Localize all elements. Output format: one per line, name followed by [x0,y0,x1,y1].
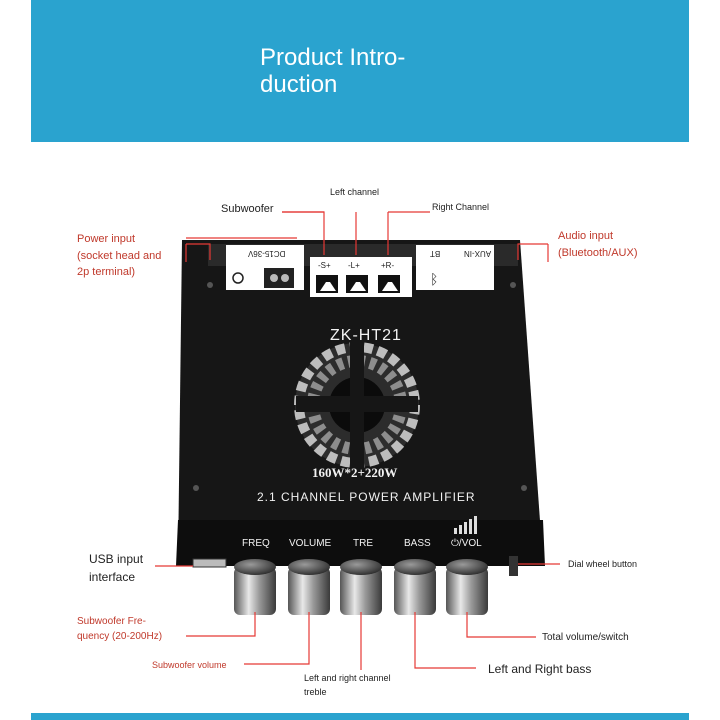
knob-master-volume [446,559,488,615]
audio-input-panel [416,245,494,290]
label-power-input: Power input (socket head and 2p terminal… [77,233,162,278]
knob-treble [340,559,382,615]
power-icon [232,272,244,284]
dc-terminal [264,268,294,288]
aux-in-label: AUX-IN [464,249,492,258]
speaker-term-label: -S+ [318,261,331,270]
label-bass: Left and Right bass [488,662,592,676]
product-subtitle: 2.1 CHANNEL POWER AMPLIFIER [257,490,476,504]
knob-label-bass: BASS [404,538,431,549]
annotation-lines [155,211,560,670]
knob-freq [234,559,276,615]
page-title: Product Intro- duction [260,44,406,98]
footer-strip [31,713,689,720]
signal-strength-icon [454,516,477,534]
speaker-icon [382,282,398,291]
front-panel [176,520,545,566]
knob-volume [288,559,330,615]
cooling-fan [294,342,420,468]
header-banner: Product Intro- duction [31,0,689,142]
speaker-term-label: +R- [381,261,395,270]
label-subwoofer: Subwoofer [221,203,274,215]
knob-label-volume: VOLUME [289,538,332,549]
label-audio-input: Audio input (Bluetooth/AUX) [558,230,638,259]
speaker-term-label: -L+ [348,261,360,270]
dc-voltage-label: DC15-36V [248,249,286,258]
knob-label-master: ⏻/VOL [451,538,482,549]
label-usb-input: USB input interface [89,552,144,584]
label-subwoofer-volume: Subwoofer volume [152,660,227,670]
power-rating: 160W*2+220W [312,465,398,480]
knob-label-freq: FREQ [242,538,270,549]
dial-wheel [509,556,518,576]
label-right-channel: Right Channel [432,202,490,212]
label-left-channel: Left channel [330,187,380,197]
speaker-icon [320,282,336,291]
label-subwoofer-frequency: Subwoofer Fre- quency (20-200Hz) [77,616,163,642]
bt-label: BT [430,249,441,258]
label-treble: Left and right channel treble [304,673,391,697]
knob-bass [394,559,436,615]
label-total-volume: Total volume/switch [542,632,629,643]
usb-port [192,558,227,568]
label-dial-wheel: Dial wheel button [568,559,638,569]
model-label: ZK-HT21 [330,327,402,344]
bluetooth-icon: ᛒ [430,272,438,288]
knob-label-treble: TRE [353,538,373,549]
speaker-icon [350,282,366,291]
